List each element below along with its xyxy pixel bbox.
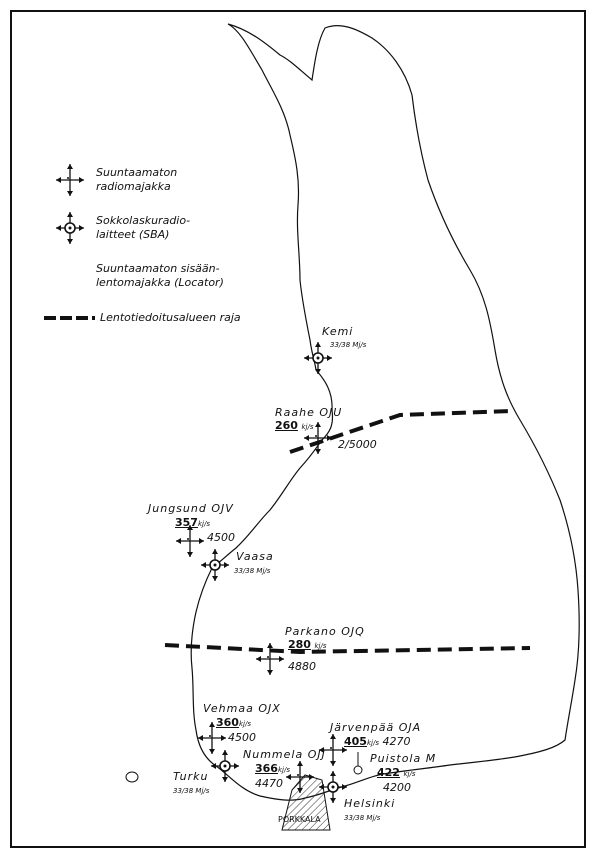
puistola-freq: 422 kj/s bbox=[377, 766, 416, 779]
turku-freq: 33/38 Mj/s bbox=[173, 787, 210, 795]
parkano-ndb-icon bbox=[255, 642, 285, 676]
vaasa-freq: 33/38 Mj/s bbox=[234, 567, 271, 575]
puistola-label: Puistola M bbox=[370, 752, 437, 765]
puistola-locator-icon bbox=[353, 765, 363, 775]
porkkala-label: PORKKALA bbox=[278, 815, 321, 824]
island bbox=[125, 771, 139, 783]
parkano-label: Parkano OJQ bbox=[285, 625, 365, 638]
finland-outline bbox=[190, 23, 580, 801]
legend-sba-label: Sokkolaskuradio-laitteet (SBA) bbox=[96, 214, 191, 241]
vaasa-label: Vaasa bbox=[236, 550, 274, 563]
fir-boundary-north bbox=[289, 409, 511, 454]
vehmaa-alt: 4500 bbox=[228, 731, 256, 744]
raahe-alt: 2/5000 bbox=[338, 438, 377, 451]
helsinki-label: Helsinki bbox=[344, 797, 396, 810]
nummela-alt: 4470 bbox=[255, 777, 283, 790]
legend-sba-icon bbox=[56, 212, 84, 244]
helsinki-freq: 33/38 Mj/s bbox=[344, 814, 381, 822]
fir-boundary-south bbox=[164, 643, 531, 655]
turku-label: Turku bbox=[173, 770, 209, 783]
legend-locator-label: Suuntaamaton sisään-lentomajakka (Locato… bbox=[96, 262, 224, 289]
vehmaa-freq: 360kj/s bbox=[216, 716, 251, 729]
kemi-freq: 33/38 Mj/s bbox=[330, 341, 367, 349]
turku-sba-icon bbox=[211, 750, 239, 782]
legend-fir-label: Lentotiedoitusalueen raja bbox=[100, 311, 241, 324]
parkano-alt: 4880 bbox=[288, 660, 316, 673]
map-frame bbox=[10, 10, 586, 848]
jarvenpaa-label: Järvenpää OJA bbox=[330, 721, 422, 734]
nummela-freq: 366kj/s bbox=[255, 762, 290, 775]
kemi-label: Kemi bbox=[322, 325, 354, 338]
jungsund-label: Jungsund OJV bbox=[148, 502, 234, 515]
raahe-label: Raahe OJU bbox=[275, 406, 343, 419]
nummela-label: Nummela OJJ bbox=[243, 748, 326, 761]
puistola-alt: 4200 bbox=[383, 781, 411, 794]
vaasa-sba-icon bbox=[201, 549, 229, 581]
legend-ndb-icon bbox=[55, 163, 85, 197]
jungsund-alt: 4500 bbox=[207, 531, 235, 544]
kemi-sba-icon bbox=[304, 342, 332, 374]
parkano-freq: 280 kj/s bbox=[288, 638, 327, 651]
jarvenpaa-freq: 405kj/s 4270 bbox=[344, 735, 411, 748]
raahe-freq: 260 kj/s bbox=[275, 419, 314, 432]
vehmaa-label: Vehmaa OJX bbox=[203, 702, 281, 715]
jungsund-freq: 357kj/s bbox=[175, 516, 210, 529]
